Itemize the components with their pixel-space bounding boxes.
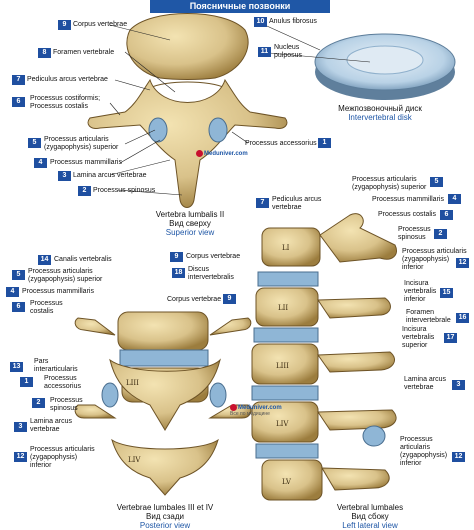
vertebra-mark-l3: LIII — [126, 379, 139, 387]
superior-label-2: Processus spinosus — [93, 187, 156, 194]
leader-lines — [109, 21, 371, 196]
disc-label-11: Nucleus pulposus — [274, 44, 303, 59]
posterior-label-13-badge: 13 — [10, 362, 23, 372]
lateral-label-7: Pediculus arcus vertebrae — [272, 196, 322, 211]
lateral-label-9: Corpus vertebrae — [186, 253, 241, 260]
vertebra-mark-l3-lateral: LIII — [276, 362, 289, 370]
posterior-label-2: Processus spinosus — [50, 397, 83, 412]
lateral-label-3: Lamina arcus vertebrae — [404, 376, 447, 391]
superior-label-4-badge: 4 — [34, 158, 47, 168]
vertebra-mark-l5: LV — [282, 478, 292, 486]
lateral-label-4: Processus mammillaris — [372, 196, 444, 203]
lateral-label-18-badge: 18 — [172, 268, 185, 278]
superior-label-4: Processus mammillaris — [50, 159, 122, 166]
posterior-label-14-badge: 14 — [38, 255, 51, 265]
superior-label-6: Processus costiformis; Processus costali… — [30, 95, 101, 110]
superior-label-1: Processus accessorius — [245, 140, 317, 147]
page-title: Поясничные позвонки — [150, 0, 330, 13]
lateral-label-15: Incisura vertebralis inferior — [404, 280, 437, 303]
superior-label-9-badge: 9 — [58, 20, 71, 30]
superior-label-8: Foramen vertebrale — [53, 49, 115, 56]
lateral-label-18: Discus intervertebralis — [188, 266, 234, 281]
posterior-label-13: Pars interarticularis — [34, 358, 78, 373]
posterior-label-4-badge: 4 — [6, 287, 19, 297]
lateral-label-7-badge: 7 — [256, 198, 269, 208]
lateral-label-17-badge: 17 — [444, 333, 457, 343]
vertebra-mark-l2: LII — [278, 304, 288, 312]
lateral-label-12b: Processus articularis (zygapophysis) inf… — [400, 436, 448, 467]
watermark-top: Meduniver.com — [196, 150, 248, 157]
posterior-label-3: Lamina arcus vertebrae — [30, 418, 73, 433]
posterior-label-12-badge: 12 — [14, 452, 27, 462]
superior-label-7-badge: 7 — [12, 75, 25, 85]
posterior-label-5: Processus articularis (zygapophysis) sup… — [28, 268, 103, 283]
lateral-label-4-badge: 4 — [448, 194, 461, 204]
lateral-label-16: Foramen intervertebrale — [406, 309, 451, 324]
superior-label-5-badge: 5 — [28, 138, 41, 148]
lateral-label-2: Processus spinosus — [398, 226, 431, 241]
posterior-label-3-badge: 3 — [14, 422, 27, 432]
lateral-label-5-badge: 5 — [430, 177, 443, 187]
posterior-label-4: Processus mammillaris — [22, 288, 94, 295]
posterior-label-6-badge: 6 — [12, 302, 25, 312]
disc-label-10: Anulus fibrosus — [269, 18, 317, 25]
lateral-label-16-badge: 16 — [456, 313, 469, 323]
lateral-label-12b-badge: 12 — [452, 452, 465, 462]
intervertebral-disc — [314, 33, 456, 100]
lateral-label-12-badge: 12 — [456, 258, 469, 268]
vertebra-mark-l4: LIV — [128, 456, 141, 464]
posterior-label-1: Processus accessorius — [44, 375, 81, 390]
disc-label-11-badge: 11 — [258, 47, 271, 57]
vertebra-superior-view — [87, 13, 288, 208]
posterior-label-9-badge: 9 — [223, 294, 236, 304]
posterior-label-12: Processus articularis (zygapophysis) inf… — [30, 446, 95, 469]
superior-label-6-badge: 6 — [12, 97, 25, 107]
superior-label-7: Pediculus arcus vertebrae — [27, 76, 108, 83]
posterior-label-14: Canalis vertebralis — [54, 256, 112, 263]
lateral-label-2-badge: 2 — [434, 229, 447, 239]
posterior-label-6: Processus costalis — [30, 300, 63, 315]
superior-label-3-badge: 3 — [58, 171, 71, 181]
lateral-label-3-badge: 3 — [452, 380, 465, 390]
superior-label-9: Corpus vertebrae — [73, 21, 128, 28]
posterior-label-5-badge: 5 — [12, 270, 25, 280]
vertebra-mark-l1: LI — [282, 244, 290, 252]
superior-label-2-badge: 2 — [78, 186, 91, 196]
superior-label-5: Processus articularis (zygapophysis) sup… — [44, 136, 119, 151]
vertebrae-posterior-view: LIII LIV — [74, 311, 252, 496]
lateral-label-5: Processus articularis (zygapophysis) sup… — [352, 176, 427, 191]
posterior-label-9: Corpus vertebrae — [167, 296, 222, 303]
posterior-label-1-badge: 1 — [20, 377, 33, 387]
lateral-label-12: Processus articularis (zygapophysis) inf… — [402, 248, 467, 271]
lateral-label-17: Incisura vertebralis superior — [402, 326, 435, 349]
superior-label-8-badge: 8 — [38, 48, 51, 58]
superior-label-3: Lamina arcus vertebrae — [73, 172, 147, 179]
lateral-label-9-badge: 9 — [170, 252, 183, 262]
lateral-label-6-badge: 6 — [440, 210, 453, 220]
posterior-label-2-badge: 2 — [32, 398, 45, 408]
lateral-label-6: Processus costalis — [378, 211, 436, 218]
disc-label-10-badge: 10 — [254, 17, 267, 27]
superior-label-1-badge: 1 — [318, 138, 331, 148]
vertebra-mark-l4-lateral: LIV — [276, 420, 289, 428]
vertebrae-lateral-view: LI LII LIII LIV LV — [251, 213, 397, 501]
lateral-label-15-badge: 15 — [440, 288, 453, 298]
